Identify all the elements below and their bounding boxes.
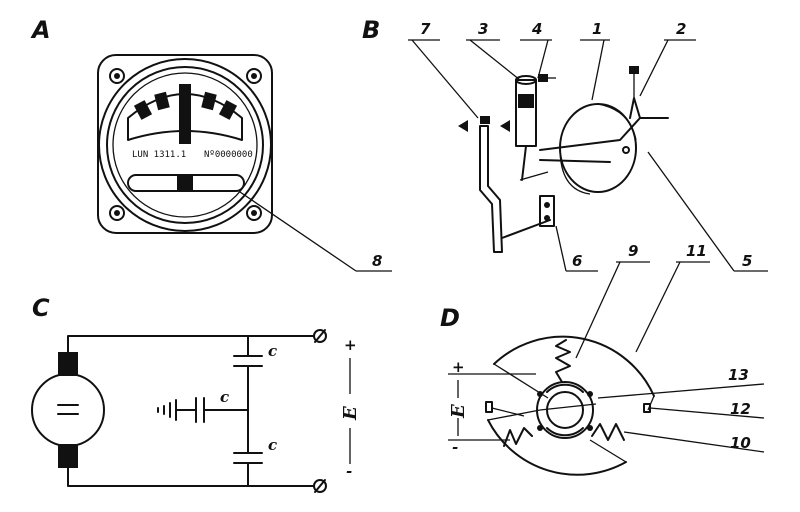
gauge-pointer — [179, 84, 191, 144]
svg-text:+: + — [344, 336, 357, 354]
rotor-segments — [487, 335, 655, 476]
panel-d-letter: D — [440, 304, 460, 332]
spring-right — [591, 423, 625, 441]
panel-c-letter: C — [32, 294, 50, 322]
svg-text:3: 3 — [478, 20, 488, 38]
callout-11: 11 — [635, 242, 710, 353]
panel-b-letter: B — [362, 16, 380, 44]
callout-12: 12 — [649, 400, 765, 419]
svg-text:E: E — [340, 406, 361, 421]
spring-left — [503, 427, 533, 447]
spring-top — [555, 339, 571, 383]
callout-13: 13 — [597, 366, 765, 399]
svg-text:9: 9 — [628, 242, 638, 260]
svg-text:4: 4 — [531, 20, 542, 38]
gauge-indicator — [177, 174, 193, 192]
voltage-indicator: + - E — [340, 336, 361, 480]
callout-5: 5 — [647, 151, 768, 272]
ground-symbol — [157, 399, 177, 421]
capacitor-top: c — [233, 342, 277, 367]
panel-a: A LUN 1311.1 Nº0000000 — [30, 16, 392, 272]
svg-text:8: 8 — [372, 252, 382, 270]
svg-text:11: 11 — [686, 242, 707, 260]
svg-text:-: - — [346, 462, 352, 480]
callout-4: 4 — [520, 20, 552, 79]
gauge-dial-lower — [127, 174, 245, 192]
mounting-screw — [246, 68, 262, 84]
meter-serial-text: Nº0000000 — [204, 150, 253, 160]
callout-2: 2 — [639, 20, 696, 97]
callout-1: 1 — [580, 20, 610, 101]
svg-text:10: 10 — [730, 434, 751, 452]
gauge-dial-upper — [127, 84, 243, 144]
svg-text:6: 6 — [572, 252, 582, 270]
mechanism-drawing — [458, 66, 669, 253]
svg-text:-: - — [452, 438, 458, 456]
mounting-screw — [109, 68, 125, 84]
svg-text:c: c — [268, 436, 277, 454]
panel-a-letter: A — [30, 16, 51, 44]
callout-3: 3 — [466, 20, 521, 81]
gauge-housing — [97, 54, 273, 234]
brush-right — [643, 403, 651, 413]
mounting-screw — [246, 205, 262, 221]
coil — [515, 79, 537, 147]
svg-text:1: 1 — [592, 20, 602, 38]
svg-text:7: 7 — [420, 20, 431, 38]
motor-symbol — [31, 352, 105, 468]
meter-model-text: LUN 1311.1 — [132, 150, 186, 160]
commutator — [536, 381, 597, 439]
svg-text:2: 2 — [676, 20, 686, 38]
voltage-indicator-d: + - E — [448, 358, 536, 456]
callout-10: 10 — [623, 431, 765, 453]
svg-text:13: 13 — [728, 366, 749, 384]
panel-b: B 7 3 4 1 2 — [362, 16, 768, 272]
capacitor-bottom: c — [233, 436, 277, 464]
svg-text:+: + — [452, 358, 465, 376]
pivot-assembly — [539, 195, 555, 227]
callout-8: 8 — [239, 191, 392, 272]
brush-left — [485, 401, 493, 413]
svg-text:c: c — [220, 388, 229, 406]
panel-d: D — [440, 242, 765, 476]
callout-7: 7 — [408, 20, 479, 119]
svg-text:5: 5 — [742, 252, 752, 270]
panel-c: C c c c — [31, 294, 361, 493]
mounting-screw — [109, 205, 125, 221]
svg-text:c: c — [268, 342, 277, 360]
svg-text:E: E — [448, 404, 469, 419]
callout-9: 9 — [575, 242, 650, 359]
capacitor-middle: c — [195, 388, 229, 423]
callout-6: 6 — [555, 225, 598, 272]
terminal-bottom — [313, 479, 327, 493]
terminal-top — [313, 329, 327, 343]
svg-text:12: 12 — [730, 400, 751, 418]
